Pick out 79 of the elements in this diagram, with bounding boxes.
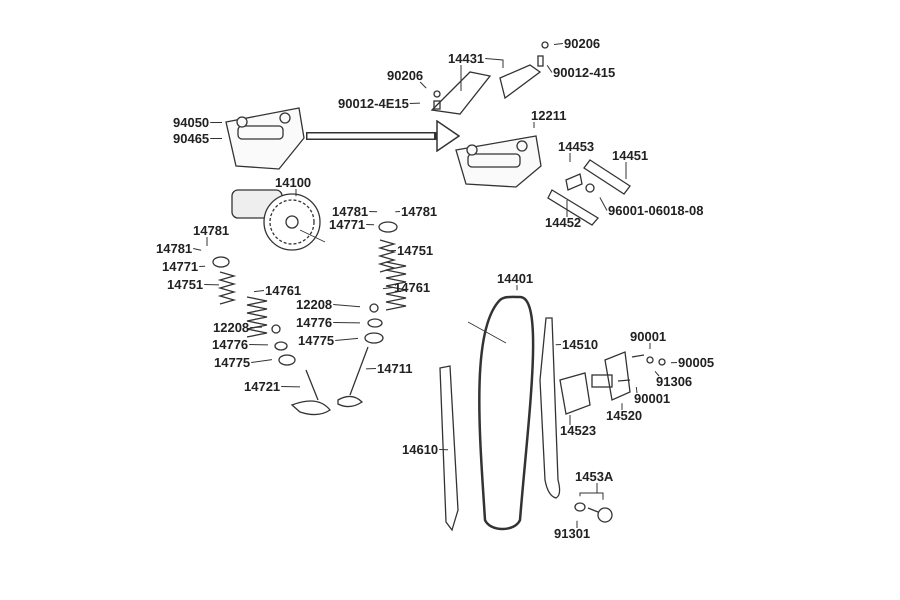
- leader-line: [599, 197, 608, 211]
- callout-number: 14510: [562, 338, 598, 351]
- callout-number: 90001: [634, 392, 670, 405]
- leader-line: [438, 449, 448, 450]
- leader-line: [555, 344, 562, 346]
- callout-number: 90001: [630, 330, 666, 343]
- callout-number: 14775: [214, 356, 250, 369]
- callout-number: 14401: [497, 272, 534, 285]
- callout-number: 14771: [329, 218, 366, 231]
- leader-line: [670, 362, 678, 364]
- callout-number: 91301: [554, 527, 590, 540]
- leader-line: [484, 58, 504, 68]
- leader-line: [382, 287, 394, 290]
- callout-number: 14711: [377, 362, 412, 375]
- leader-line: [386, 250, 396, 252]
- leader-line: [409, 102, 420, 104]
- callout-number: 14523: [560, 424, 596, 437]
- leader-line: [198, 266, 206, 267]
- callout-number: 14452: [545, 216, 582, 229]
- callout-number: 90206: [564, 37, 600, 50]
- arrow: [306, 120, 460, 152]
- leader-line: [460, 64, 462, 92]
- callout-number: 14100: [275, 176, 312, 189]
- leader-line: [394, 211, 400, 212]
- callout-number: 14610: [402, 443, 438, 456]
- leader-line: [554, 43, 564, 45]
- callout-number: 90206: [387, 69, 424, 82]
- leader-line: [654, 370, 660, 376]
- leader-line: [366, 368, 376, 370]
- callout-number: 1453A: [575, 470, 614, 483]
- callout-number: 96001-06018-08: [608, 204, 704, 217]
- callout-number: 14781: [193, 224, 230, 237]
- callout-number: 14775: [298, 334, 334, 347]
- callout-number: 14751: [397, 244, 434, 257]
- callout-number: 90012-4E15: [338, 97, 409, 110]
- leader-line: [366, 224, 375, 226]
- leader-line: [254, 290, 264, 292]
- leader-line: [332, 322, 360, 324]
- callout-number: 14776: [296, 316, 332, 329]
- callout-number: 14776: [212, 338, 248, 351]
- leader-line: [368, 211, 378, 212]
- callout-number: 14781: [401, 205, 438, 218]
- leader-line: [576, 520, 578, 528]
- leader-line: [210, 122, 222, 123]
- leader-line: [334, 338, 358, 341]
- callout-number: 12208: [296, 298, 332, 311]
- callout-number: 14761: [265, 284, 302, 297]
- leader-line: [206, 236, 208, 246]
- callout-number: 14721: [244, 380, 280, 393]
- callout-number: 14781: [332, 205, 368, 218]
- callout-number: 91306: [656, 375, 692, 388]
- leader-line: [636, 386, 638, 394]
- leader-line: [420, 82, 427, 89]
- callout-number: 14520: [606, 409, 642, 422]
- leader-line: [596, 482, 604, 500]
- leader-line: [248, 344, 268, 346]
- callout-number: 14781: [156, 242, 192, 255]
- callout-number: 14453: [558, 140, 594, 153]
- callout-number: 14761: [394, 281, 430, 294]
- callout-number: 14771: [162, 260, 198, 273]
- leader-line: [210, 138, 222, 139]
- callout-number: 90005: [678, 356, 714, 369]
- callout-number: 94050: [173, 116, 210, 129]
- callout-number: 90465: [173, 132, 210, 145]
- leader-line: [192, 248, 202, 251]
- leader-line: [204, 284, 220, 286]
- leader-line: [250, 359, 272, 363]
- leader-line: [516, 284, 518, 291]
- callout-number: 14431: [448, 52, 484, 65]
- callout-number: 12211: [531, 109, 566, 122]
- callout-number: 14751: [167, 278, 204, 291]
- callout-number: 90012-415: [553, 66, 616, 79]
- leader-line: [280, 386, 300, 388]
- leader-line: [250, 326, 262, 328]
- leader-line: [332, 304, 360, 308]
- callout-number: 12208: [213, 321, 250, 334]
- leader-line: [546, 64, 552, 73]
- callout-number: 14451: [612, 149, 648, 162]
- leader-line: [566, 200, 568, 218]
